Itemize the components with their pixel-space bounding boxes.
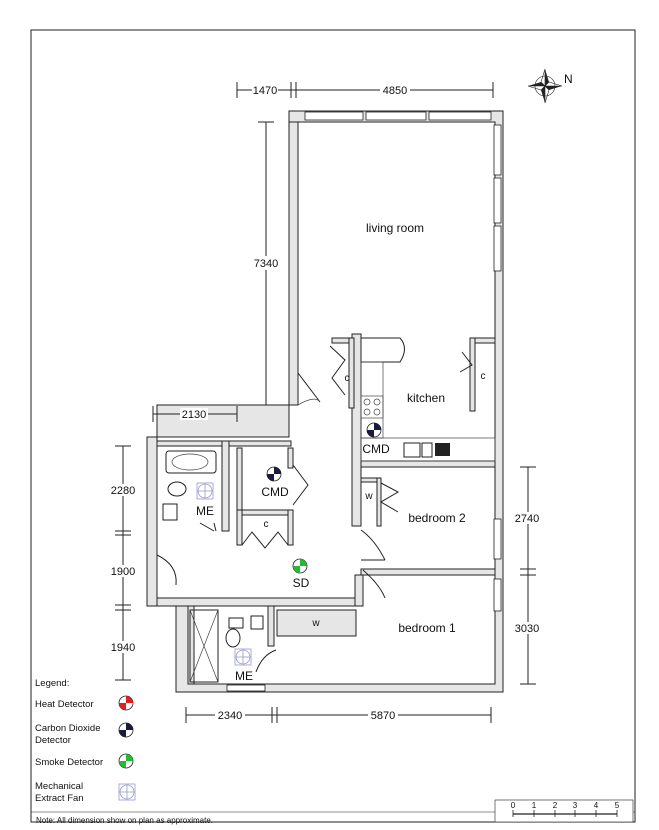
device-label-cmd-kitchen: CMD bbox=[362, 442, 390, 456]
legend-fan-label-1: Mechanical bbox=[35, 781, 83, 792]
heat-detector-icon bbox=[118, 695, 134, 711]
co-detector-icon bbox=[266, 466, 282, 482]
device-label-me-ensuite: ME bbox=[235, 669, 253, 683]
page-border bbox=[30, 29, 636, 823]
legend-co-label-1: Carbon Dioxide bbox=[35, 723, 100, 734]
room-label-bedroom-2: bedroom 2 bbox=[408, 511, 466, 525]
cupboard-label-hall: c bbox=[264, 519, 269, 530]
scale-tick-label: 2 bbox=[553, 801, 558, 810]
doors bbox=[156, 345, 473, 673]
smoke-detector-icon bbox=[292, 558, 308, 574]
dim-living-height: 7340 bbox=[254, 258, 278, 270]
smoke-detector-icon bbox=[118, 753, 134, 769]
dim-2280: 2280 bbox=[111, 485, 135, 497]
device-label-me-bath: ME bbox=[196, 504, 214, 518]
scale-tick-label: 5 bbox=[615, 801, 620, 810]
device-label-sd-hall: SD bbox=[293, 576, 310, 590]
room-label-bedroom-1: bedroom 1 bbox=[398, 621, 456, 635]
compass-north-label: N bbox=[564, 72, 573, 86]
co-detector-icon bbox=[366, 422, 382, 438]
extract-fan-icon bbox=[118, 783, 136, 801]
scale-tick-label: 0 bbox=[511, 801, 516, 810]
dim-1940: 1940 bbox=[111, 642, 135, 654]
extract-fan-icon bbox=[234, 648, 252, 666]
kitchen-fixtures bbox=[360, 337, 496, 462]
walls bbox=[146, 110, 504, 693]
dim-3030: 3030 bbox=[515, 623, 539, 635]
legend-smoke-label: Smoke Detector bbox=[35, 757, 103, 768]
scale-bar: 0 1 2 3 4 5 bbox=[494, 799, 634, 823]
dim-1900: 1900 bbox=[111, 566, 135, 578]
dim-bottom-right: 5870 bbox=[371, 710, 395, 722]
dim-bottom-left: 2340 bbox=[218, 710, 242, 722]
co-detector-icon bbox=[118, 722, 134, 738]
note-text: Note: All dimension show on plan as appr… bbox=[36, 816, 213, 825]
dim-hall-width: 2130 bbox=[182, 409, 206, 421]
cupboard-label-living: c bbox=[345, 373, 350, 384]
extract-fan-icon bbox=[196, 482, 214, 500]
dim-top-right: 4850 bbox=[383, 85, 407, 97]
room-label-kitchen: kitchen bbox=[407, 391, 445, 405]
wardrobe-label-bedroom-2: w bbox=[364, 491, 373, 502]
device-label-cmd-hall: CMD bbox=[261, 485, 289, 499]
legend-title: Legend: bbox=[35, 678, 69, 689]
dim-top-left: 1470 bbox=[253, 85, 277, 97]
scale-tick-label: 1 bbox=[532, 801, 537, 810]
legend-co-label-2: Detector bbox=[35, 735, 71, 746]
windows bbox=[226, 111, 502, 692]
legend-heat-label: Heat Detector bbox=[35, 699, 94, 710]
compass-rose-icon bbox=[527, 68, 563, 104]
cupboard-label-kitchen: c bbox=[481, 371, 486, 382]
scale-tick-label: 4 bbox=[594, 801, 599, 810]
room-label-living: living room bbox=[366, 221, 424, 235]
dim-2740: 2740 bbox=[515, 513, 539, 525]
bathroom-fixtures bbox=[162, 450, 264, 683]
scale-tick-label: 3 bbox=[573, 801, 578, 810]
wardrobe-label-bedroom-1: w bbox=[311, 618, 320, 629]
legend-fan-label-2: Extract Fan bbox=[35, 793, 84, 804]
